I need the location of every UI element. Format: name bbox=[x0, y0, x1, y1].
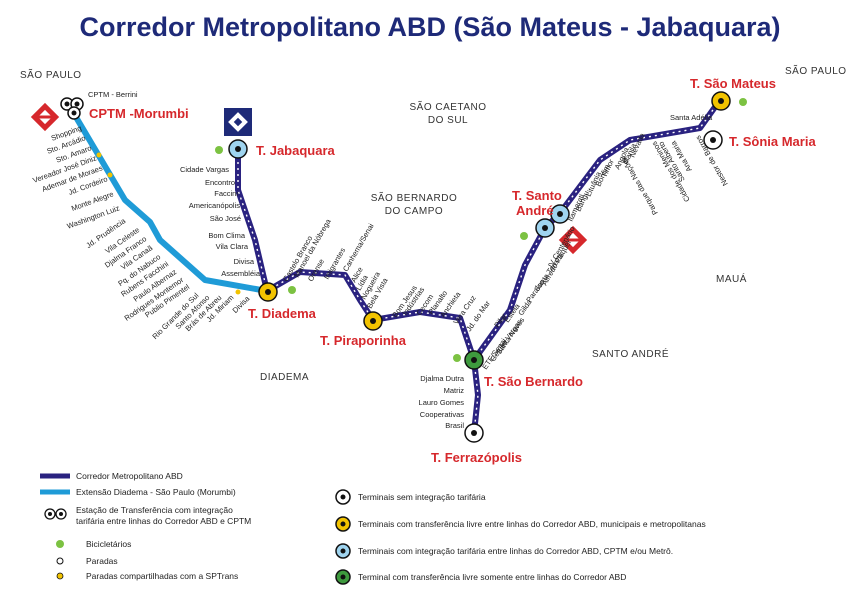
legend-label-bike: Bicicletários bbox=[86, 539, 131, 549]
stop-label: Cidade Vargas bbox=[180, 165, 229, 174]
legend-label-term-yellow: Terminais com transferência livre entre … bbox=[358, 519, 706, 529]
legend-label-transfer: Estação de Transferência com integração bbox=[76, 505, 233, 515]
legend-label-sptrans: Paradas compartilhadas com a SPTrans bbox=[86, 571, 238, 581]
stop-label: Lauro Gomes bbox=[419, 398, 465, 407]
bicycle-parking-icon bbox=[520, 232, 528, 240]
legend-label-term-green: Terminal com transferência livre somente… bbox=[358, 572, 626, 582]
terminal-marker-sao-bernardo bbox=[464, 350, 484, 370]
legend-swatch-term-blue bbox=[335, 543, 351, 559]
legend-swatch-term-yellow bbox=[335, 516, 351, 532]
stop-label: Assembléia bbox=[221, 269, 261, 278]
terminal-label-sonia-maria: T. Sônia Maria bbox=[729, 134, 816, 149]
stop-label: Bom Clima bbox=[208, 231, 246, 240]
legend-label-transfer-2: tarifária entre linhas do Corredor ABD e… bbox=[76, 516, 251, 526]
terminal-marker-morumbi bbox=[67, 106, 81, 120]
terminal-label-sao-mateus: T. São Mateus bbox=[690, 76, 776, 91]
terminal-label-santo-andre: T. Santo bbox=[512, 188, 562, 203]
terminal-marker-piraporinha bbox=[363, 311, 383, 331]
legend-swatch-sptrans bbox=[56, 572, 64, 580]
legend-swatch-term-black bbox=[335, 489, 351, 505]
stop-label: Vila Clara bbox=[216, 242, 249, 251]
sptrans-stop bbox=[235, 289, 241, 295]
metro-logo-icon bbox=[224, 108, 252, 136]
stop-label: Divisa bbox=[234, 257, 255, 266]
terminal-label-diadema: T. Diadema bbox=[248, 306, 317, 321]
stop-label-berrini: CPTM - Berrini bbox=[88, 90, 138, 99]
legend-label-corridor: Corredor Metropolitano ABD bbox=[76, 471, 183, 481]
cptm-logo-icon bbox=[30, 102, 60, 132]
stop-label: Santa Adélia bbox=[670, 113, 713, 122]
map-title: Corredor Metropolitano ABD (São Mateus -… bbox=[79, 12, 780, 42]
terminal-label-morumbi: CPTM -Morumbi bbox=[89, 106, 189, 121]
bicycle-parking-icon bbox=[739, 98, 747, 106]
stop-label: Canhema/Senai bbox=[341, 222, 376, 273]
stop-label: Djalma Dutra bbox=[420, 374, 465, 383]
stop-label: Cooperativas bbox=[420, 410, 464, 419]
terminal-label-sao-bernardo: T. São Bernardo bbox=[484, 374, 583, 389]
stop-label: Encontro bbox=[205, 178, 235, 187]
extension-line-morumbi bbox=[67, 105, 268, 294]
stop-label: Matriz bbox=[444, 386, 465, 395]
terminal-marker-sonia-maria bbox=[703, 130, 723, 150]
stop-group-sao-bernardo-santo-andre: ETE/Senai Getúlio Vargas Santa Neves Pil… bbox=[480, 225, 576, 371]
city-santo-andre: SANTO ANDRÉ bbox=[592, 347, 669, 360]
stop-label: Americanópolis bbox=[189, 201, 241, 210]
city-sao-paulo-right: SÃO PAULO bbox=[785, 64, 847, 77]
legend-label-stops: Paradas bbox=[86, 556, 118, 566]
terminal-label-ferrazopolis: T. Ferrazópolis bbox=[431, 450, 522, 465]
legend: Corredor Metropolitano ABD Extensão Diad… bbox=[40, 471, 706, 585]
city-maua: MAUÁ bbox=[716, 272, 747, 285]
terminal-marker-jabaquara bbox=[228, 139, 248, 159]
terminal-label-piraporinha: T. Piraporinha bbox=[320, 333, 407, 348]
stop-group-sao-bernardo-ferrazopolis: Djalma Dutra Matriz Lauro Gomes Cooperat… bbox=[419, 374, 465, 430]
stop-label: Brasil bbox=[445, 421, 464, 430]
stop-label: Faccini bbox=[214, 189, 238, 198]
city-sao-bernardo: SÃO BERNARDO bbox=[371, 191, 458, 204]
legend-label-term-blue: Terminais com integração tarifária entre… bbox=[358, 546, 673, 556]
stop-group-jabaquara-branch: Cidade Vargas Encontro Faccini Americanó… bbox=[180, 165, 261, 278]
terminal-marker-sao-mateus bbox=[711, 91, 731, 111]
city-sao-caetano-2: DO SUL bbox=[428, 115, 468, 126]
cptm-logo-icon bbox=[558, 225, 588, 255]
stop-group-diadema-piraporinha: Castelo Branco Manoel da Nóbrega Orense … bbox=[281, 217, 390, 310]
terminal-label-jabaquara: T. Jabaquara bbox=[256, 143, 336, 158]
stop-label: São José bbox=[210, 214, 241, 223]
legend-swatch-transfer bbox=[44, 508, 67, 520]
sptrans-stop bbox=[107, 172, 113, 178]
legend-swatch-term-green bbox=[335, 569, 351, 585]
terminal-marker-diadema bbox=[258, 282, 278, 302]
city-sao-caetano: SÃO CAETANO bbox=[410, 100, 487, 113]
bicycle-parking-icon bbox=[56, 540, 64, 548]
legend-label-term-black: Terminais sem integração tarifária bbox=[358, 492, 486, 502]
city-sao-bernardo-2: DO CAMPO bbox=[385, 206, 443, 217]
city-sao-paulo-left: SÃO PAULO bbox=[20, 68, 82, 81]
terminal-marker-ferrazopolis bbox=[464, 423, 484, 443]
legend-swatch-stop bbox=[56, 557, 64, 565]
city-diadema: DIADEMA bbox=[260, 372, 309, 383]
bicycle-parking-icon bbox=[215, 146, 223, 154]
terminal-label-santo-andre-2: André bbox=[516, 203, 554, 218]
bicycle-parking-icon bbox=[288, 286, 296, 294]
terminal-marker-santo-andre bbox=[535, 204, 570, 238]
legend-label-extension: Extensão Diadema - São Paulo (Morumbi) bbox=[76, 487, 236, 497]
bicycle-parking-icon bbox=[453, 354, 461, 362]
stop-group-piraporinha-sao-bernardo: Bom Jesus Indústrias Cecom Planalto Anch… bbox=[390, 283, 492, 333]
sptrans-stop bbox=[96, 152, 102, 158]
